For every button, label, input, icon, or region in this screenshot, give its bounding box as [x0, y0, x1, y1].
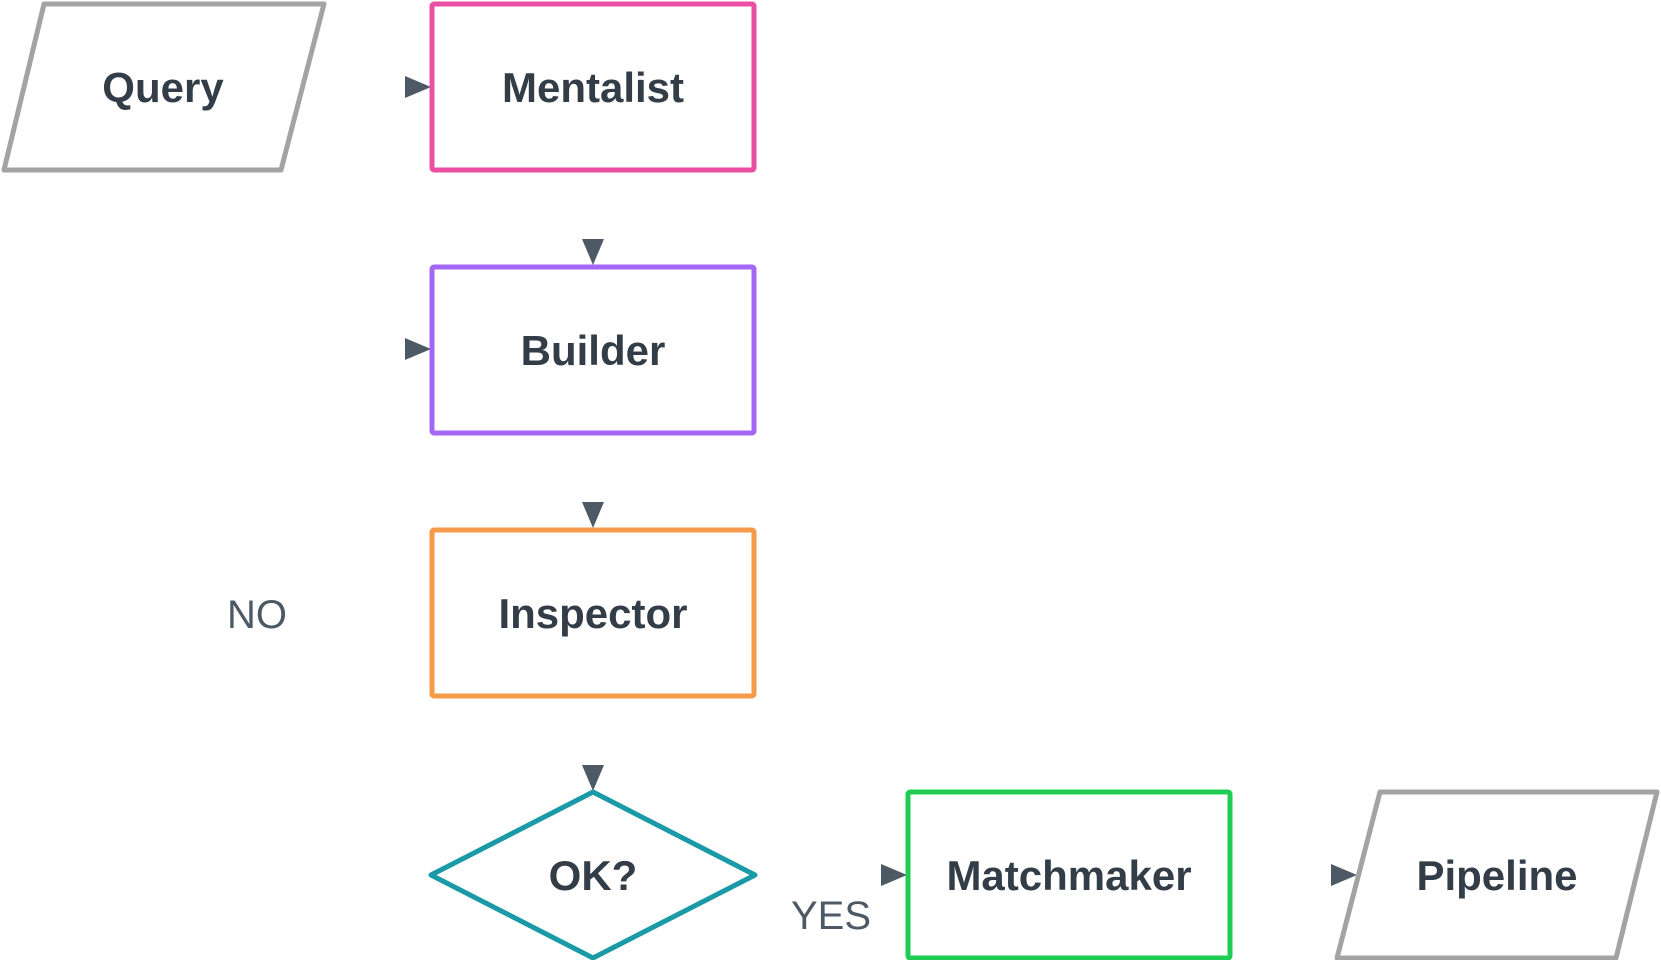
query-label: Query [102, 64, 224, 111]
pipeline-shape [1334, 789, 1660, 960]
node-pipeline: Pipeline [1334, 789, 1660, 960]
query-shape [1, 1, 327, 173]
matchmaker-label: Matchmaker [946, 852, 1191, 899]
matchmaker-shape [905, 789, 1233, 960]
node-builder: Builder [429, 264, 757, 436]
node-inspector: Inspector [429, 527, 757, 699]
edges [405, 76, 1357, 886]
builder-label: Builder [521, 327, 666, 374]
node-query: Query [1, 1, 327, 173]
mentalist-label: Mentalist [502, 64, 684, 111]
edge-label-no: NO [227, 593, 287, 637]
node-ok: OK? [428, 789, 758, 960]
node-mentalist: Mentalist [429, 1, 757, 173]
ok-label: OK? [549, 852, 638, 899]
pipeline-label: Pipeline [1416, 852, 1577, 899]
builder-shape [429, 264, 757, 436]
inspector-label: Inspector [498, 590, 687, 637]
edge-label-yes: YES [791, 894, 871, 938]
mentalist-shape [429, 1, 757, 173]
inspector-shape [429, 527, 757, 699]
edge-ok-no-to-builder [405, 338, 431, 360]
node-matchmaker: Matchmaker [905, 789, 1233, 960]
ok-shape [428, 789, 758, 960]
